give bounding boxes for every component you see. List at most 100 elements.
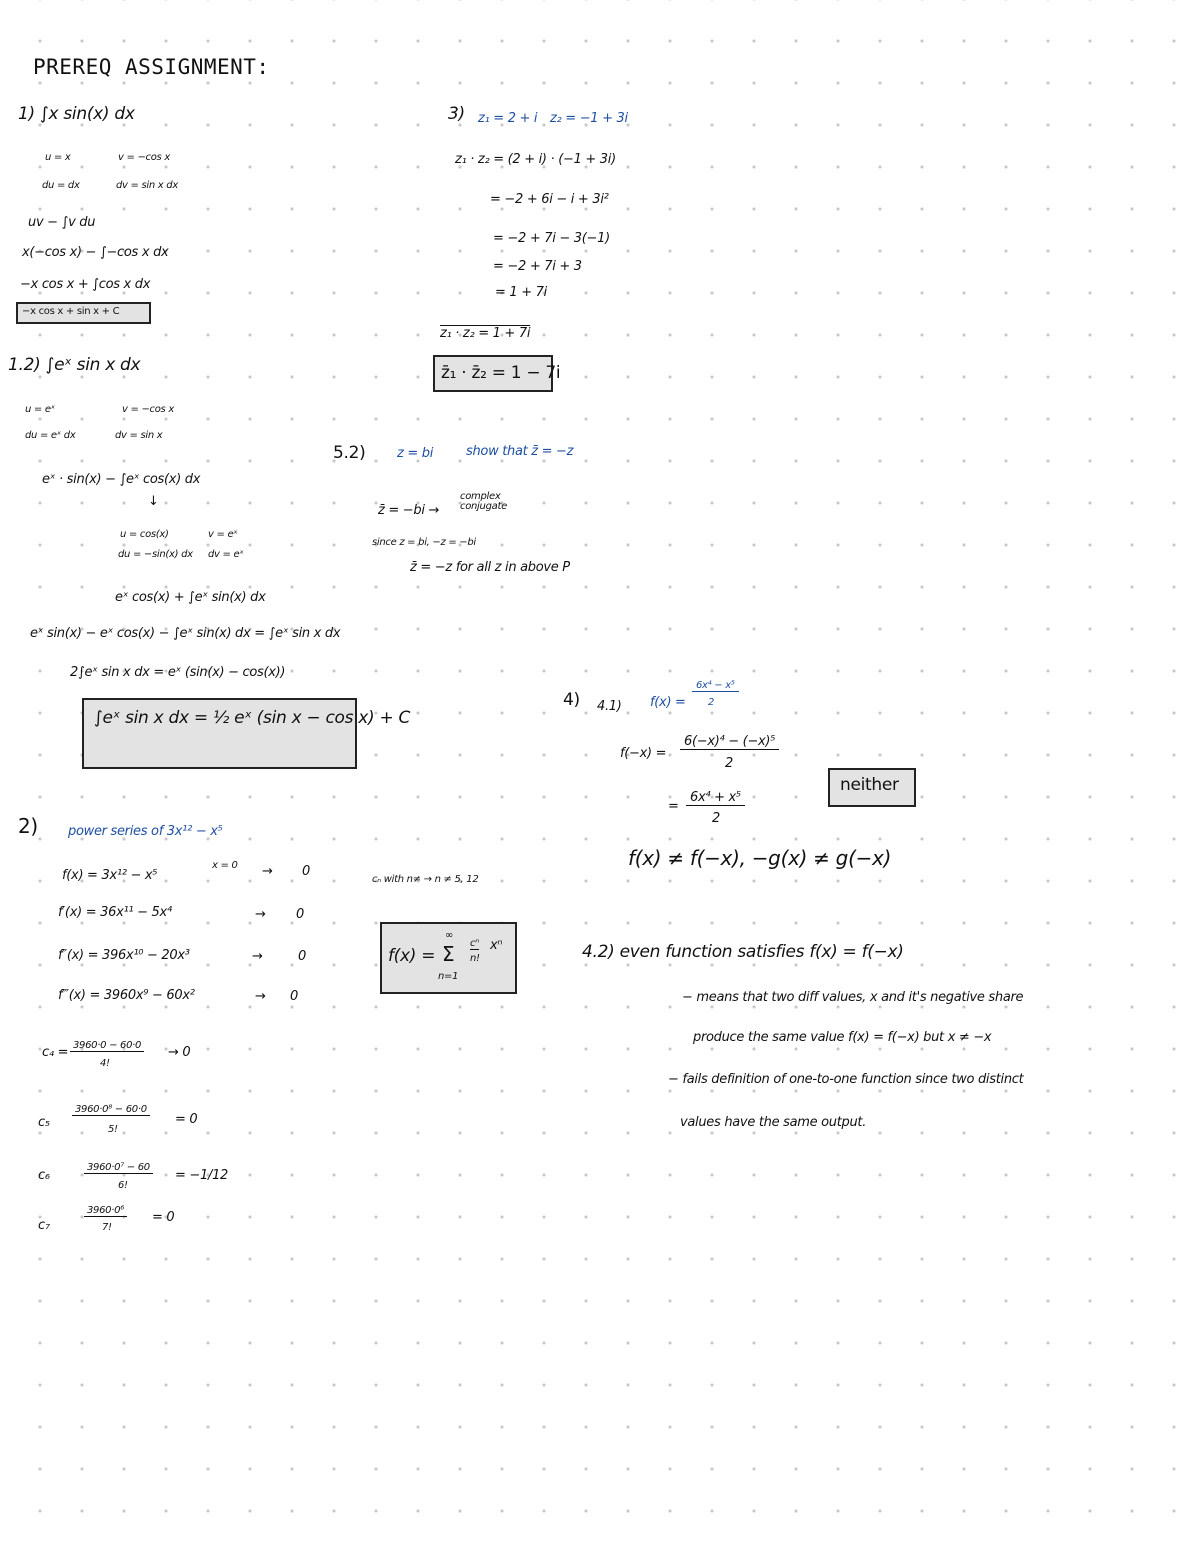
neg-lhs: f(−x) = — [620, 746, 667, 761]
step: eˣ · sin(x) − ∫eˣ cos(x) dx — [42, 472, 201, 487]
derivative-row: f(x) = 3x¹² − x⁵ — [62, 868, 158, 883]
coefficient-numerator: 3960·0⁸ − 60·0 — [72, 1104, 150, 1116]
coefficient-denominator: 7! — [102, 1222, 112, 1233]
problem-5-2-label: 5.2) — [333, 443, 366, 463]
problem-2-label: 2) — [18, 814, 38, 838]
derivative-value: 0 — [302, 864, 310, 879]
coefficient-note: cₙ with n≠ → n ≠ 5, 12 — [372, 874, 479, 885]
given: z = bi — [397, 446, 434, 461]
step: z₁ · z₂ = (2 + i) · (−1 + 3i) — [455, 152, 616, 167]
term-numerator: cⁿ — [470, 938, 479, 950]
arrow-right-icon: → — [252, 949, 263, 964]
derivative-value: 0 — [290, 989, 298, 1004]
arrow-right-icon: → — [255, 907, 266, 922]
problem-1-heading: 1) ∫x sin(x) dx — [18, 104, 135, 124]
problem-4-label: 4) — [563, 690, 580, 710]
conclusion: f(x) ≠ f(−x), −g(x) ≠ g(−x) — [628, 846, 892, 870]
coefficient-denominator: 4! — [100, 1058, 110, 1069]
neg-denominator: 2 — [725, 756, 733, 771]
coefficient-label: c₇ — [38, 1218, 50, 1233]
coefficient-result: = 0 — [175, 1112, 198, 1127]
coefficient-numerator: 3960·0⁶ — [84, 1205, 127, 1217]
equals: = — [668, 799, 679, 814]
step: eˣ sin(x) − eˣ cos(x) − ∫eˣ sin(x) dx = … — [30, 626, 341, 641]
simp-numerator: 6x⁴ + x⁵ — [686, 790, 745, 806]
answer: −x cos x + sin x + C — [22, 306, 120, 317]
fx-denominator: 2 — [708, 697, 715, 708]
derivative-value: 0 — [298, 949, 306, 964]
note: complex conjugate — [460, 491, 507, 512]
v-substitution: v = −cos x — [122, 404, 174, 415]
coefficient-numerator: 3960·0⁷ − 60 — [84, 1162, 153, 1174]
du-substitution: du = dx — [42, 180, 80, 191]
coefficient-numerator: 3960·0 − 60·0 — [70, 1040, 145, 1052]
text-line: − means that two diff values, x and it's… — [682, 990, 1024, 1005]
step: −x cos x + ∫cos x dx — [20, 277, 151, 292]
text-line: produce the same value f(x) = f(−x) but … — [693, 1030, 992, 1045]
coefficient-result: → 0 — [168, 1045, 191, 1060]
term-power: xⁿ — [490, 938, 503, 953]
answer-box: −x cos x + sin x + C — [16, 302, 151, 324]
text-line: 4.2) even function satisfies f(x) = f(−x… — [582, 942, 904, 962]
answer-lhs: z̄₁ · z̄₂ — [441, 363, 487, 383]
step: uv − ∫v du — [28, 215, 96, 230]
answer-box: f(x) = ∞ Σ n=1 cⁿ n! xⁿ — [380, 922, 517, 994]
arrow-right-icon: → — [262, 864, 273, 879]
answer: neither — [840, 775, 899, 795]
u-substitution: u = eˣ — [25, 404, 55, 415]
derivative-row: f′(x) = 36x¹¹ − 5x⁴ — [58, 905, 172, 920]
dv-substitution: dv = eˣ — [208, 549, 244, 560]
coefficient-denominator: 6! — [118, 1180, 128, 1191]
coefficient-label: c₅ — [38, 1115, 50, 1130]
simp-denominator: 2 — [712, 811, 720, 826]
coefficient-label: c₆ — [38, 1168, 50, 1183]
v-substitution: v = eˣ — [208, 529, 238, 540]
text-line: − fails definition of one-to-one functio… — [668, 1072, 1024, 1087]
arrow-down-icon: ↓ — [148, 494, 159, 509]
step: eˣ cos(x) + ∫eˣ sin(x) dx — [115, 590, 266, 605]
u-substitution: u = x — [45, 152, 71, 163]
step: since z = bi, −z = −bi — [372, 537, 476, 548]
fx-numerator: 6x⁴ − x⁵ — [692, 680, 739, 692]
problem-1-2-heading: 1.2) ∫eˣ sin x dx — [8, 355, 141, 375]
step: = −2 + 6i − i + 3i² — [490, 192, 609, 207]
problem-4-1-label: 4.1) — [597, 699, 622, 714]
answer: z̄₁ · z̄₂ = 1 − 7i — [441, 363, 561, 383]
step: 2∫eˣ sin x dx = eˣ (sin(x) − cos(x)) — [70, 665, 286, 680]
answer-rhs: = 1 − 7i — [486, 363, 561, 383]
u-substitution: u = cos(x) — [120, 529, 169, 540]
evaluation-point: x = 0 — [212, 860, 238, 871]
answer-box: z̄₁ · z̄₂ = 1 − 7i — [433, 355, 561, 392]
derivative-row: f‴(x) = 3960x⁹ − 60x² — [58, 988, 195, 1003]
sum-upper-limit: ∞ — [445, 930, 454, 941]
answer-box: ∫eˣ sin x dx = ½ eˣ (sin x − cos x) + C — [82, 698, 410, 769]
answer-box: neither — [828, 768, 916, 807]
du-substitution: du = −sin(x) dx — [118, 549, 193, 560]
arrow-right-icon: → — [255, 989, 266, 1004]
dv-substitution: dv = sin x — [115, 430, 163, 441]
step: = −2 + 7i − 3(−1) — [493, 231, 610, 246]
coefficient-result: = −1/12 — [175, 1168, 229, 1183]
problem-3-label: 3) — [448, 104, 465, 124]
sigma-icon: Σ — [442, 942, 455, 966]
coefficient-denominator: 5! — [108, 1124, 118, 1135]
derivative-row: f″(x) = 396x¹⁰ − 20x³ — [58, 948, 190, 963]
conjugate-statement: z₁ · z₂ = 1 + 7i — [440, 326, 531, 341]
answer-lhs: f(x) = — [388, 946, 436, 966]
page-title: PREREQ ASSIGNMENT: — [33, 55, 270, 79]
answer: ∫eˣ sin x dx = ½ eˣ (sin x − cos x) + C — [94, 708, 411, 728]
z1-definition: z₁ = 2 + i — [478, 111, 538, 126]
prompt: power series of 3x¹² − x⁵ — [68, 824, 223, 839]
z2-definition: z₂ = −1 + 3i — [550, 111, 628, 126]
step: = 1 + 7i — [495, 285, 547, 300]
fx-lhs: f(x) = — [650, 695, 686, 710]
step: x(−cos x) − ∫−cos x dx — [22, 245, 169, 260]
coefficient-label: c₄ = — [42, 1045, 69, 1060]
derivative-value: 0 — [296, 907, 304, 922]
coefficient-result: = 0 — [152, 1210, 175, 1225]
dv-substitution: dv = sin x dx — [116, 180, 178, 191]
v-substitution: v = −cos x — [118, 152, 170, 163]
neg-numerator: 6(−x)⁴ − (−x)⁵ — [680, 734, 780, 750]
du-substitution: du = eˣ dx — [25, 430, 76, 441]
step: z̄ = −z for all z in above P — [410, 560, 570, 575]
